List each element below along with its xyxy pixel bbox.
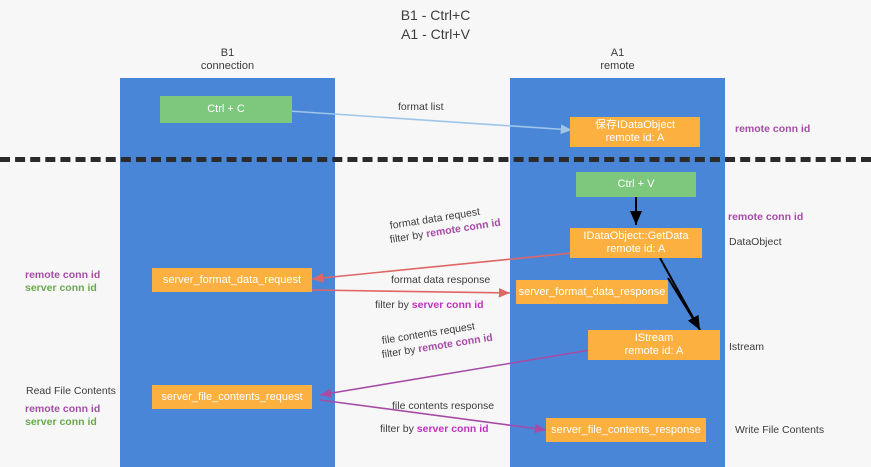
node-idataobject-getdata-line1: IDataObject::GetData: [583, 230, 689, 242]
title-line-2: A1 - Ctrl+V: [401, 26, 470, 42]
annotation-left-server-conn-id-mid: server conn id: [25, 282, 97, 294]
filter-prefix: filter by: [380, 423, 417, 435]
column-header-b1-name: B1: [220, 47, 235, 59]
node-idataobject-getdata-line2: remote id: A: [606, 243, 666, 255]
node-save-idataobject[interactable]: 保存IDataObject remote id: A: [570, 117, 700, 147]
node-ctrl-v-label: Ctrl + V: [617, 178, 655, 190]
edge-label-format-data-response: format data response: [391, 274, 491, 286]
edge-label-format-list: format list: [398, 101, 444, 113]
edge-label-format-data-response-filter: filter by server conn id: [375, 299, 484, 312]
node-ctrl-v[interactable]: Ctrl + V: [576, 172, 696, 197]
phase-separator: [0, 157, 871, 162]
annotation-dataobject: DataObject: [729, 236, 782, 248]
annotation-remote-conn-id-mid: remote conn id: [728, 211, 804, 223]
node-save-idataobject-line1: 保存IDataObject: [594, 119, 676, 131]
edge-label-file-contents-response: file contents response: [392, 400, 495, 412]
node-save-idataobject-line2: remote id: A: [605, 132, 665, 144]
filter-key-server-conn-id: server conn id: [411, 299, 484, 311]
annotation-write-file-contents: Write File Contents: [735, 424, 825, 436]
node-server-format-data-request-label: server_format_data_request: [162, 273, 302, 286]
node-server-format-data-response[interactable]: server_format_data_response: [516, 280, 668, 304]
column-header-b1-role: connection: [200, 60, 255, 72]
annotation-read-file-contents: Read File Contents: [26, 385, 116, 397]
annotation-remote-conn-id-top: remote conn id: [735, 123, 811, 135]
node-istream-line2: remote id: A: [624, 345, 684, 357]
node-server-format-data-request[interactable]: server_format_data_request: [152, 268, 312, 292]
node-ctrl-c-label: Ctrl + C: [207, 103, 245, 115]
diagram-title: B1 - Ctrl+C A1 - Ctrl+V: [0, 6, 871, 44]
node-istream[interactable]: IStream remote id: A: [588, 330, 720, 360]
column-header-a1: A1 remote: [510, 47, 725, 73]
filter-prefix: filter by: [375, 299, 412, 311]
node-server-format-data-response-label: server_format_data_response: [518, 285, 666, 298]
annotation-left-remote-conn-id-bottom: remote conn id: [25, 403, 101, 415]
node-server-file-contents-request[interactable]: server_file_contents_request: [152, 385, 312, 409]
annotation-left-server-conn-id-bottom: server conn id: [25, 416, 97, 428]
title-line-1: B1 - Ctrl+C: [400, 7, 471, 23]
annotation-left-remote-conn-id-mid: remote conn id: [25, 269, 101, 281]
node-server-file-contents-response-label: server_file_contents_response: [551, 423, 701, 436]
node-server-file-contents-request-label: server_file_contents_request: [161, 390, 303, 403]
filter-key-server-conn-id: server conn id: [416, 423, 489, 435]
node-istream-line1: IStream: [634, 332, 674, 344]
node-ctrl-c[interactable]: Ctrl + C: [160, 96, 292, 123]
column-header-b1: B1 connection: [120, 47, 335, 73]
edge-label-file-contents-response-filter: filter by server conn id: [380, 423, 489, 436]
column-header-a1-name: A1: [610, 47, 625, 59]
node-server-file-contents-response[interactable]: server_file_contents_response: [546, 418, 706, 442]
column-header-a1-role: remote: [600, 60, 635, 72]
annotation-istream: Istream: [729, 341, 765, 353]
node-idataobject-getdata[interactable]: IDataObject::GetData remote id: A: [570, 228, 702, 258]
edge-format-data-response: [311, 288, 511, 298]
